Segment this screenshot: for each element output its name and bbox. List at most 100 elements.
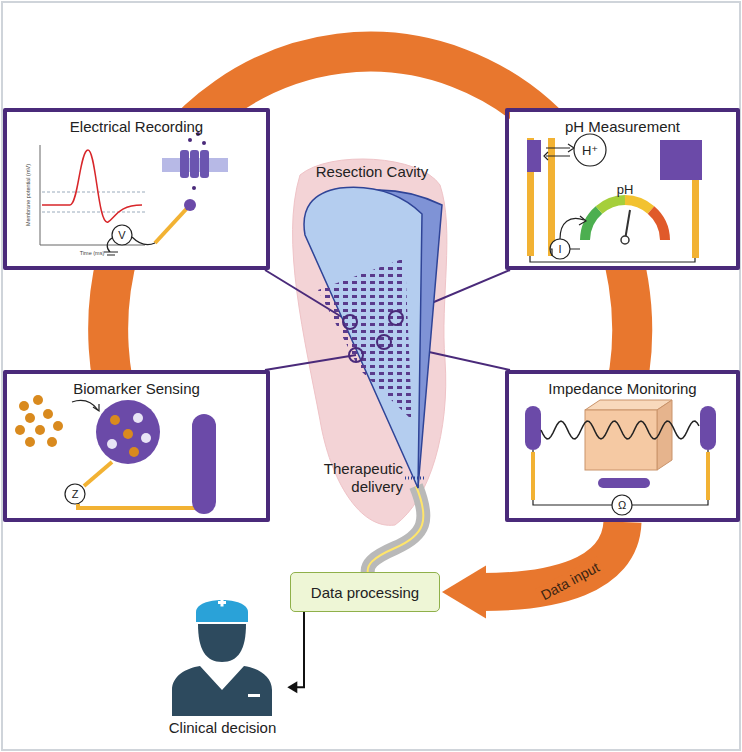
ph-icon-part: [660, 140, 702, 180]
box-fill-part: [510, 108, 735, 270]
resection-cavity: [293, 159, 447, 525]
clinician-icon-part: [172, 666, 272, 716]
biomarker-icon-part: [19, 401, 29, 411]
symbol-label: Z: [72, 488, 79, 500]
symbol-label: pH: [617, 182, 634, 197]
impedance-icon-part: [612, 495, 632, 515]
clinician-icon-part: [248, 694, 260, 697]
implant-film-part: [318, 258, 412, 420]
process-box: Data processing: [290, 572, 440, 612]
impedance-icon-part: [531, 452, 535, 500]
symbol-label: I: [558, 243, 561, 255]
delivery-tube-part: [368, 486, 424, 574]
symbol-label: Ω: [618, 499, 626, 511]
panel-heading: Electrical Recording: [7, 118, 266, 135]
electrical-icon-part: [104, 238, 118, 255]
implant-film-part: [349, 348, 363, 362]
ph-icon-part: [530, 249, 695, 262]
implant-film-part: [343, 315, 357, 329]
node-label: Data processing: [311, 584, 419, 601]
biomarker-icon-part: [15, 425, 25, 435]
electrical-icon: [40, 132, 228, 255]
electrical-icon-part: [184, 199, 196, 211]
biomarker-icon-part: [84, 462, 112, 486]
biomarker-icon-part: [93, 404, 99, 411]
region-label: Resection Cavity: [316, 163, 429, 180]
electrical-icon-part: [112, 225, 132, 245]
biomarker-icon-part: [133, 413, 143, 423]
biomarker-icon-part: [96, 400, 160, 464]
electrical-icon-part: [132, 237, 155, 245]
process-label: Therapeutic delivery: [317, 460, 403, 496]
biomarker-icon-part: [123, 429, 133, 439]
electrical-icon-part: [42, 192, 145, 193]
biomarker-icon-part: [25, 437, 35, 447]
ph-icon-part: [579, 216, 586, 225]
biomarker-icon-part: [43, 409, 53, 419]
impedance-icon-part: [541, 421, 699, 439]
implant-film-part: [405, 477, 425, 480]
biomarker-icon: [15, 395, 216, 514]
biomarker-icon-part: [110, 415, 120, 425]
ph-icon-part: [599, 200, 625, 210]
panel-box: Biomarker Sensing: [3, 370, 270, 522]
electrical-icon-part: [40, 145, 41, 245]
impedance-icon: [525, 400, 716, 515]
axis-label: Time (ms): [80, 250, 105, 256]
clinician-node: Clinical decision: [160, 590, 286, 742]
implant-film-part: [377, 335, 391, 349]
biomarker-icon-part: [78, 504, 196, 508]
ph-icon-part: [651, 210, 665, 240]
biomarker-icon-part: [129, 447, 139, 457]
implant-film: [304, 187, 442, 488]
biomarker-icon-part: [192, 414, 216, 514]
biomarker-icon-part: [35, 425, 45, 435]
biomarker-icon-part: [65, 484, 85, 504]
clinician-icon-part: [221, 599, 224, 607]
ph-icon-part: [692, 180, 699, 258]
electrical-icon-part: [200, 150, 209, 178]
ph-icon-part: [585, 210, 599, 240]
box-fill-part: [8, 108, 265, 270]
ph-icon-part: [560, 218, 584, 239]
axis-label: Membrane potential (mV): [25, 164, 31, 226]
ph-icon-part: [625, 200, 651, 210]
electrical-icon-part: [42, 212, 145, 213]
impedance-icon-part: [525, 406, 541, 450]
panel-box: Electrical Recording: [3, 108, 270, 270]
connector: [287, 612, 304, 693]
electrical-icon-part: [190, 150, 199, 178]
symbol-label: V: [118, 229, 125, 241]
leader-line-part: [265, 355, 356, 370]
impedance-icon-part: [706, 452, 710, 500]
electrical-icon-part: [202, 141, 206, 145]
symbol-label: H⁺: [582, 143, 598, 158]
biomarker-icon-part: [107, 439, 117, 449]
ph-icon-part: [574, 134, 606, 166]
clinician-icon: [172, 599, 272, 717]
panel-heading: pH Measurement: [509, 118, 736, 135]
ph-icon-part: [550, 239, 570, 259]
ph-icon-part: [527, 140, 541, 172]
node-label: Clinical decision: [169, 719, 277, 736]
box-fill-part: [8, 370, 265, 522]
arrowhead: [287, 681, 297, 693]
electrical-icon-part: [42, 150, 142, 222]
delivery-tube-part: [368, 486, 424, 574]
delivery-tube: [368, 486, 424, 574]
electrical-icon-part: [40, 245, 145, 246]
electrical-icon-part: [180, 150, 189, 178]
biomarker-icon-part: [33, 395, 43, 405]
electrical-icon-part: [188, 138, 192, 142]
biomarker-icon-part: [25, 413, 35, 423]
implant-film-part: [304, 187, 422, 488]
electrical-icon-part: [155, 205, 190, 243]
biomarker-icon-part: [72, 400, 98, 410]
ph-icon: [527, 134, 702, 262]
implant-film-part: [389, 311, 403, 325]
electrical-icon-part: [192, 186, 196, 190]
panel-heading: Impedance Monitoring: [509, 380, 736, 397]
